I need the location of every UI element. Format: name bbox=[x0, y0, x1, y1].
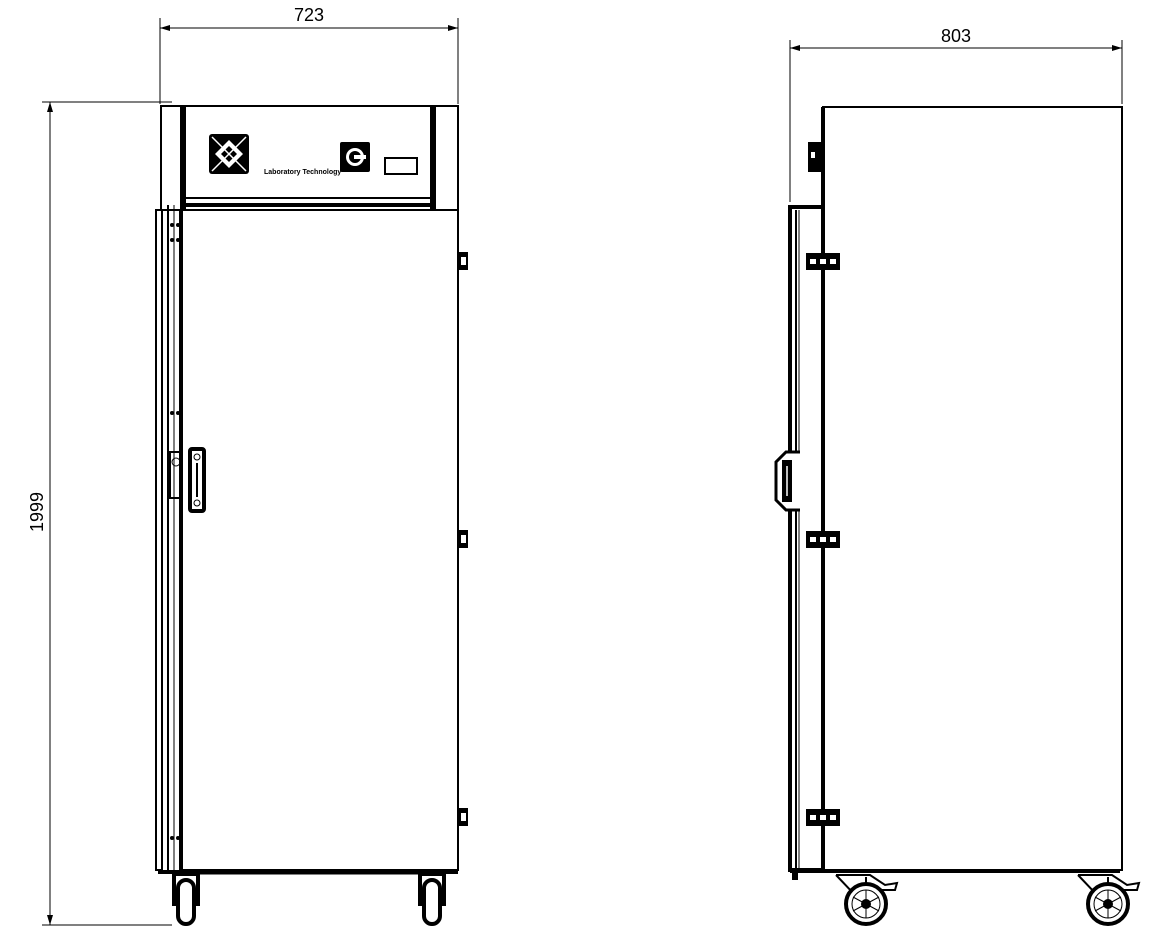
height-dimension: 1999 bbox=[27, 101, 172, 926]
caster-icon bbox=[835, 874, 899, 926]
depth-dimension: 803 bbox=[789, 26, 1123, 202]
panel-brand-label: Laboratory Technology bbox=[264, 169, 341, 176]
hinge-icon bbox=[806, 253, 840, 270]
control-knob-icon bbox=[808, 142, 821, 172]
hinge-icon bbox=[806, 809, 840, 826]
caster-icon bbox=[418, 872, 446, 926]
hinge-icon bbox=[806, 531, 840, 548]
control-housing: Laboratory Technology bbox=[160, 105, 459, 211]
front-view: 723 1999 Laboratory T bbox=[27, 5, 468, 926]
width-dimension-label: 723 bbox=[294, 5, 324, 25]
caster-icon bbox=[172, 872, 200, 926]
display-window bbox=[384, 157, 418, 175]
fan-grille-icon bbox=[209, 134, 249, 174]
width-dimension: 723 bbox=[159, 5, 459, 104]
front-base bbox=[158, 870, 458, 926]
main-switch-icon bbox=[340, 142, 370, 172]
cabinet-side bbox=[822, 106, 1123, 871]
height-dimension-label: 1999 bbox=[27, 492, 47, 532]
door-handle-icon bbox=[188, 447, 206, 513]
caster-icon bbox=[1077, 874, 1141, 926]
side-door bbox=[774, 205, 840, 872]
door-handle-icon bbox=[774, 450, 800, 512]
depth-dimension-label: 803 bbox=[941, 26, 971, 46]
front-door bbox=[155, 205, 468, 872]
side-view: 803 bbox=[774, 26, 1141, 926]
